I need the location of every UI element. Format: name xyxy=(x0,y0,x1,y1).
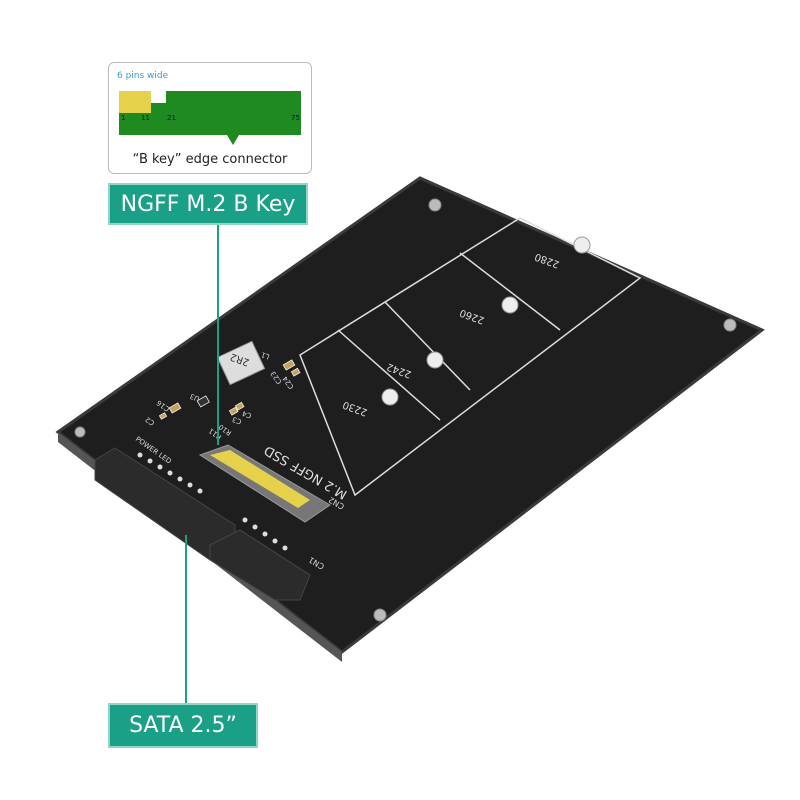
sata-label: SATA 2.5” xyxy=(108,703,258,748)
m2-slot-outline xyxy=(299,217,642,497)
inset-caption: “B key” edge connector xyxy=(132,152,288,167)
standoffs xyxy=(381,236,591,406)
m2-label: NGFF M.2 B Key xyxy=(108,183,308,225)
pin-number-21: 21 xyxy=(167,114,176,122)
pin-number-11: 11 xyxy=(141,114,150,122)
l1-label: L1 xyxy=(260,350,271,360)
b-key-inset: 6 pins wide 1 11 21 75 “B key” edge conn… xyxy=(108,62,312,174)
part-u3-label: U3 xyxy=(189,392,201,403)
m2-connector xyxy=(198,444,331,523)
pin-number-1: 1 xyxy=(121,114,125,122)
inductor: 2R2 L1 xyxy=(216,340,271,386)
edge-connector-diagram: 1 11 21 75 xyxy=(119,91,301,145)
part-c2-label: C2 xyxy=(144,415,156,427)
sata-pins xyxy=(137,452,288,551)
smd-components xyxy=(158,359,301,420)
mounting-holes xyxy=(74,198,737,622)
pin-number-75: 75 xyxy=(291,114,300,122)
part-c3-label: C3 xyxy=(231,415,243,426)
pins-wide-label: 6 pins wide xyxy=(117,71,169,81)
sata-connector xyxy=(94,447,311,601)
part-c4-label: C4 xyxy=(241,409,253,420)
